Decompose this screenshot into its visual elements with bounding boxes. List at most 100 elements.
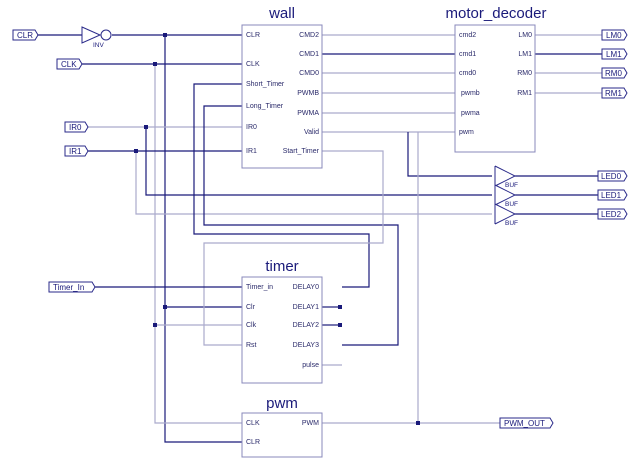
pin-label: Timer_in <box>246 284 273 291</box>
buffer-triangle <box>494 184 517 206</box>
port-label: CLR <box>17 31 33 40</box>
junction-dot <box>153 62 157 66</box>
pin-label: Clk <box>246 322 257 329</box>
pin-label: CMD1 <box>299 51 319 58</box>
port-shape <box>597 189 628 201</box>
wire-valid-led0 <box>407 132 492 177</box>
output-port-led1[interactable]: LED1 <box>597 189 628 201</box>
port-label: RM0 <box>605 69 622 78</box>
inv-label: INV <box>93 42 105 49</box>
module-pwm[interactable]: pwm CLK CLR PWM <box>241 395 323 458</box>
port-shape <box>601 67 628 79</box>
module-box <box>454 24 536 153</box>
pin-label: DELAY0 <box>293 284 319 291</box>
pin-label: cmd0 <box>459 70 476 77</box>
pin-label: IR0 <box>246 124 257 131</box>
output-port-lm1[interactable]: LM1 <box>601 48 628 60</box>
unconnected-marker <box>338 305 342 309</box>
pin-label: CMD0 <box>299 70 319 77</box>
pin-label: CLK <box>246 61 260 68</box>
module-title: wall <box>268 5 295 22</box>
port-label: CLK <box>61 60 77 69</box>
output-port-lm0[interactable]: LM0 <box>601 29 628 41</box>
wire-ir1-led2 <box>135 151 492 215</box>
inv-gate[interactable]: INV <box>81 26 112 49</box>
pin-label: Clr <box>246 304 256 311</box>
junctions <box>134 33 420 425</box>
pin-label: PWMB <box>297 90 319 97</box>
wire-short-timer <box>193 83 370 288</box>
module-timer[interactable]: timer Timer_in Clr Clk Rst DELAY0 DELAY1… <box>241 258 323 384</box>
pin-label: DELAY3 <box>293 342 319 349</box>
port-shape <box>597 208 628 220</box>
input-port-clk[interactable]: CLK <box>56 58 83 70</box>
inverter-bubble <box>100 29 112 41</box>
pin-label: DELAY1 <box>293 304 319 311</box>
buf-gate-0[interactable]: BUF <box>494 165 518 189</box>
junction-dot <box>134 149 138 153</box>
output-port-led2[interactable]: LED2 <box>597 208 628 220</box>
pin-label: RM0 <box>517 70 532 77</box>
wires <box>38 34 602 443</box>
pin-label: RM1 <box>517 90 532 97</box>
module-wall[interactable]: wall CLR CLK Short_Timer Long_Timer IR0 … <box>241 5 323 169</box>
pin-label: CLR <box>246 32 260 39</box>
port-label: LED1 <box>601 191 622 200</box>
pin-label: pulse <box>302 362 319 369</box>
module-motor-decoder[interactable]: motor_decoder cmd2 cmd1 cmd0 pwmb pwma p… <box>446 5 547 153</box>
buffer-triangle <box>494 203 517 225</box>
pin-label: DELAY2 <box>293 322 319 329</box>
module-title: motor_decoder <box>446 5 547 22</box>
port-label: PWM_OUT <box>504 419 545 428</box>
port-shape <box>64 145 89 157</box>
unconnected-marker <box>338 323 342 327</box>
pin-label: Long_Timer <box>246 103 284 110</box>
port-shape <box>597 170 628 182</box>
port-shape <box>601 87 628 99</box>
module-box <box>241 412 323 458</box>
pin-label: Short_Timer <box>246 81 285 88</box>
junction-dot <box>144 125 148 129</box>
pin-label: LM1 <box>518 51 532 58</box>
wire-clk-trunk <box>154 64 242 424</box>
input-port-ir0[interactable]: IR0 <box>64 121 89 133</box>
junction-dot <box>416 421 420 425</box>
port-label: Timer_In <box>53 283 84 292</box>
junction-dot <box>163 33 167 37</box>
port-label: LM1 <box>606 50 622 59</box>
port-shape <box>601 48 628 60</box>
output-port-rm0[interactable]: RM0 <box>601 67 628 79</box>
pin-label: CLK <box>246 420 260 427</box>
inverter-triangle <box>81 26 102 44</box>
wire-long-timer <box>203 105 399 346</box>
input-port-ir1[interactable]: IR1 <box>64 145 89 157</box>
input-port-clr[interactable]: CLR <box>12 29 39 41</box>
port-shape <box>12 29 39 41</box>
port-label: LM0 <box>606 31 622 40</box>
pin-label: pwm <box>459 129 474 136</box>
port-shape <box>601 29 628 41</box>
port-label: RM1 <box>605 89 622 98</box>
input-port-timer-in[interactable]: Timer_In <box>48 281 96 293</box>
port-shape <box>499 417 554 429</box>
pin-label: pwma <box>461 110 480 117</box>
buf-gate-1[interactable]: BUF <box>494 184 518 208</box>
pin-label: PWM <box>302 420 319 427</box>
output-port-rm1[interactable]: RM1 <box>601 87 628 99</box>
pin-label: Start_Timer <box>283 148 320 155</box>
port-shape <box>56 58 83 70</box>
module-title: timer <box>265 258 298 275</box>
output-port-pwm-out[interactable]: PWM_OUT <box>499 417 554 429</box>
pin-label: Valid <box>304 129 319 136</box>
pin-label: cmd2 <box>459 32 476 39</box>
wire-ir0-led1 <box>145 127 492 196</box>
buf-gate-2[interactable]: BUF <box>494 203 518 227</box>
port-shape <box>48 281 96 293</box>
pin-label: IR1 <box>246 148 257 155</box>
output-port-led0[interactable]: LED0 <box>597 170 628 182</box>
wire-clr-trunk <box>164 35 242 443</box>
module-title: pwm <box>266 395 298 412</box>
port-label: LED0 <box>601 172 622 181</box>
junction-dot <box>153 323 157 327</box>
